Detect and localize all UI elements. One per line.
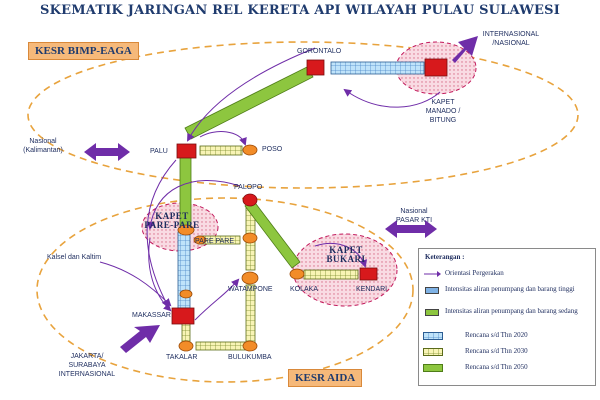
node-bulukumba <box>242 340 258 352</box>
arrow-jakarta <box>120 325 160 353</box>
legend-swatch-blue <box>425 287 439 294</box>
node-poso <box>242 144 258 156</box>
legend-item-orientasi: Orientasi Pergerakan <box>423 269 593 283</box>
rail-kolaka-kendari <box>303 269 359 280</box>
legend-text-intensitas-tinggi: Intensitas aliran penumpang dan barang t… <box>445 285 575 293</box>
legend-header: Keterangan : <box>425 253 465 261</box>
rail-palu-gorontalo <box>184 66 314 140</box>
node-watampone <box>241 271 259 285</box>
label-kapet-bukari: KAPET BUKARI <box>326 245 366 264</box>
label-kendari: KENDARI <box>356 286 388 293</box>
label-poso: POSO <box>262 146 283 153</box>
label-kolaka: KOLAKA <box>290 286 319 293</box>
region-label-aida: KESR AIDA <box>288 369 363 387</box>
legend-text-2030: Rencana s/d Thn 2030 <box>465 347 528 355</box>
legend-text-orientasi: Orientasi Pergerakan <box>445 269 504 277</box>
rail-takalar-bulukumba <box>195 341 249 351</box>
kesr-aida-ellipse <box>36 197 414 383</box>
rail-watampone-bulukumba <box>245 284 256 344</box>
legend: Keterangan : Orientasi Pergerakan Intens… <box>418 248 596 386</box>
label-gorontalo: GORONTALO <box>297 48 342 55</box>
label-palu: PALU <box>150 148 168 155</box>
arrow-nasional-pasar-kti <box>385 220 437 238</box>
kesr-bimp-eaga-ellipse <box>27 41 579 189</box>
label-kapet-manado: KAPET MANADO / BITUNG <box>425 99 461 124</box>
region-label-bimp-eaga: KESR BIMP-EAGA <box>28 42 139 60</box>
legend-text-2050: Rencana s/d Thn 2050 <box>465 363 528 371</box>
node-parepare-east <box>193 235 207 245</box>
label-palopo: PALOPO <box>234 184 263 191</box>
node-maros <box>179 289 193 299</box>
node-parepare <box>177 224 195 236</box>
legend-text-2020: Rencana s/d Thn 2020 <box>465 331 528 339</box>
label-bulukumba: BULUKUMBA <box>228 354 272 361</box>
legend-arrow-icon <box>424 271 441 277</box>
node-kolaka <box>289 268 305 280</box>
arrow-internasional <box>452 36 478 63</box>
node-palu <box>176 143 197 159</box>
legend-item-2050: Rencana s/d Thn 2050 <box>423 363 593 377</box>
node-gorontalo <box>306 59 325 76</box>
node-takalar <box>178 340 194 352</box>
label-parepare: PARE PARE <box>195 238 235 245</box>
node-palopo <box>242 193 258 207</box>
node-belopa <box>242 232 258 244</box>
rail-gorontalo-manado <box>330 61 425 75</box>
legend-item-2030: Rencana s/d Thn 2030 <box>423 347 593 361</box>
label-jakarta: JAKARTA/ SURABAYA INTERNASIONAL <box>58 353 116 378</box>
legend-rail-2030-icon <box>423 348 443 356</box>
node-makassar <box>171 307 195 325</box>
legend-rail-2050-icon <box>423 364 443 372</box>
label-nasional-pasar-kti: Nasional PASAR KTI <box>395 208 433 224</box>
node-manado <box>424 58 448 77</box>
label-kapet-parepare: KAPET PARE-PARE <box>144 211 200 230</box>
rail-palu-poso <box>199 145 243 156</box>
legend-rail-2020-icon <box>423 332 443 340</box>
node-kendari <box>359 267 378 281</box>
legend-text-intensitas-sedang: Intensitas aliran penumpang dan barang s… <box>445 307 578 315</box>
label-internasional: INTERNASIONAL /NASIONAL <box>482 31 540 47</box>
legend-swatch-green <box>425 309 439 316</box>
legend-item-2020: Rencana s/d Thn 2020 <box>423 331 593 345</box>
label-makassar: MAKASSAR <box>132 312 171 319</box>
legend-item-intensitas-tinggi: Intensitas aliran penumpang dan barang t… <box>423 285 593 303</box>
label-watampone: WATAMPONE <box>228 286 273 293</box>
label-takalar: TAKALAR <box>166 354 198 361</box>
orientation-arrows <box>99 47 441 321</box>
arrow-nasional-kalimantan <box>84 143 130 161</box>
label-nasional-kalimantan: Nasional (Kalimantan) <box>23 138 63 154</box>
legend-item-intensitas-sedang: Intensitas aliran penumpang dan barang s… <box>423 307 593 325</box>
label-kalsel-kaltim: Kalsel dan Kaltim <box>46 254 102 261</box>
diagram-title: SKEMATIK JARINGAN REL KERETA API WILAYAH… <box>40 3 560 18</box>
